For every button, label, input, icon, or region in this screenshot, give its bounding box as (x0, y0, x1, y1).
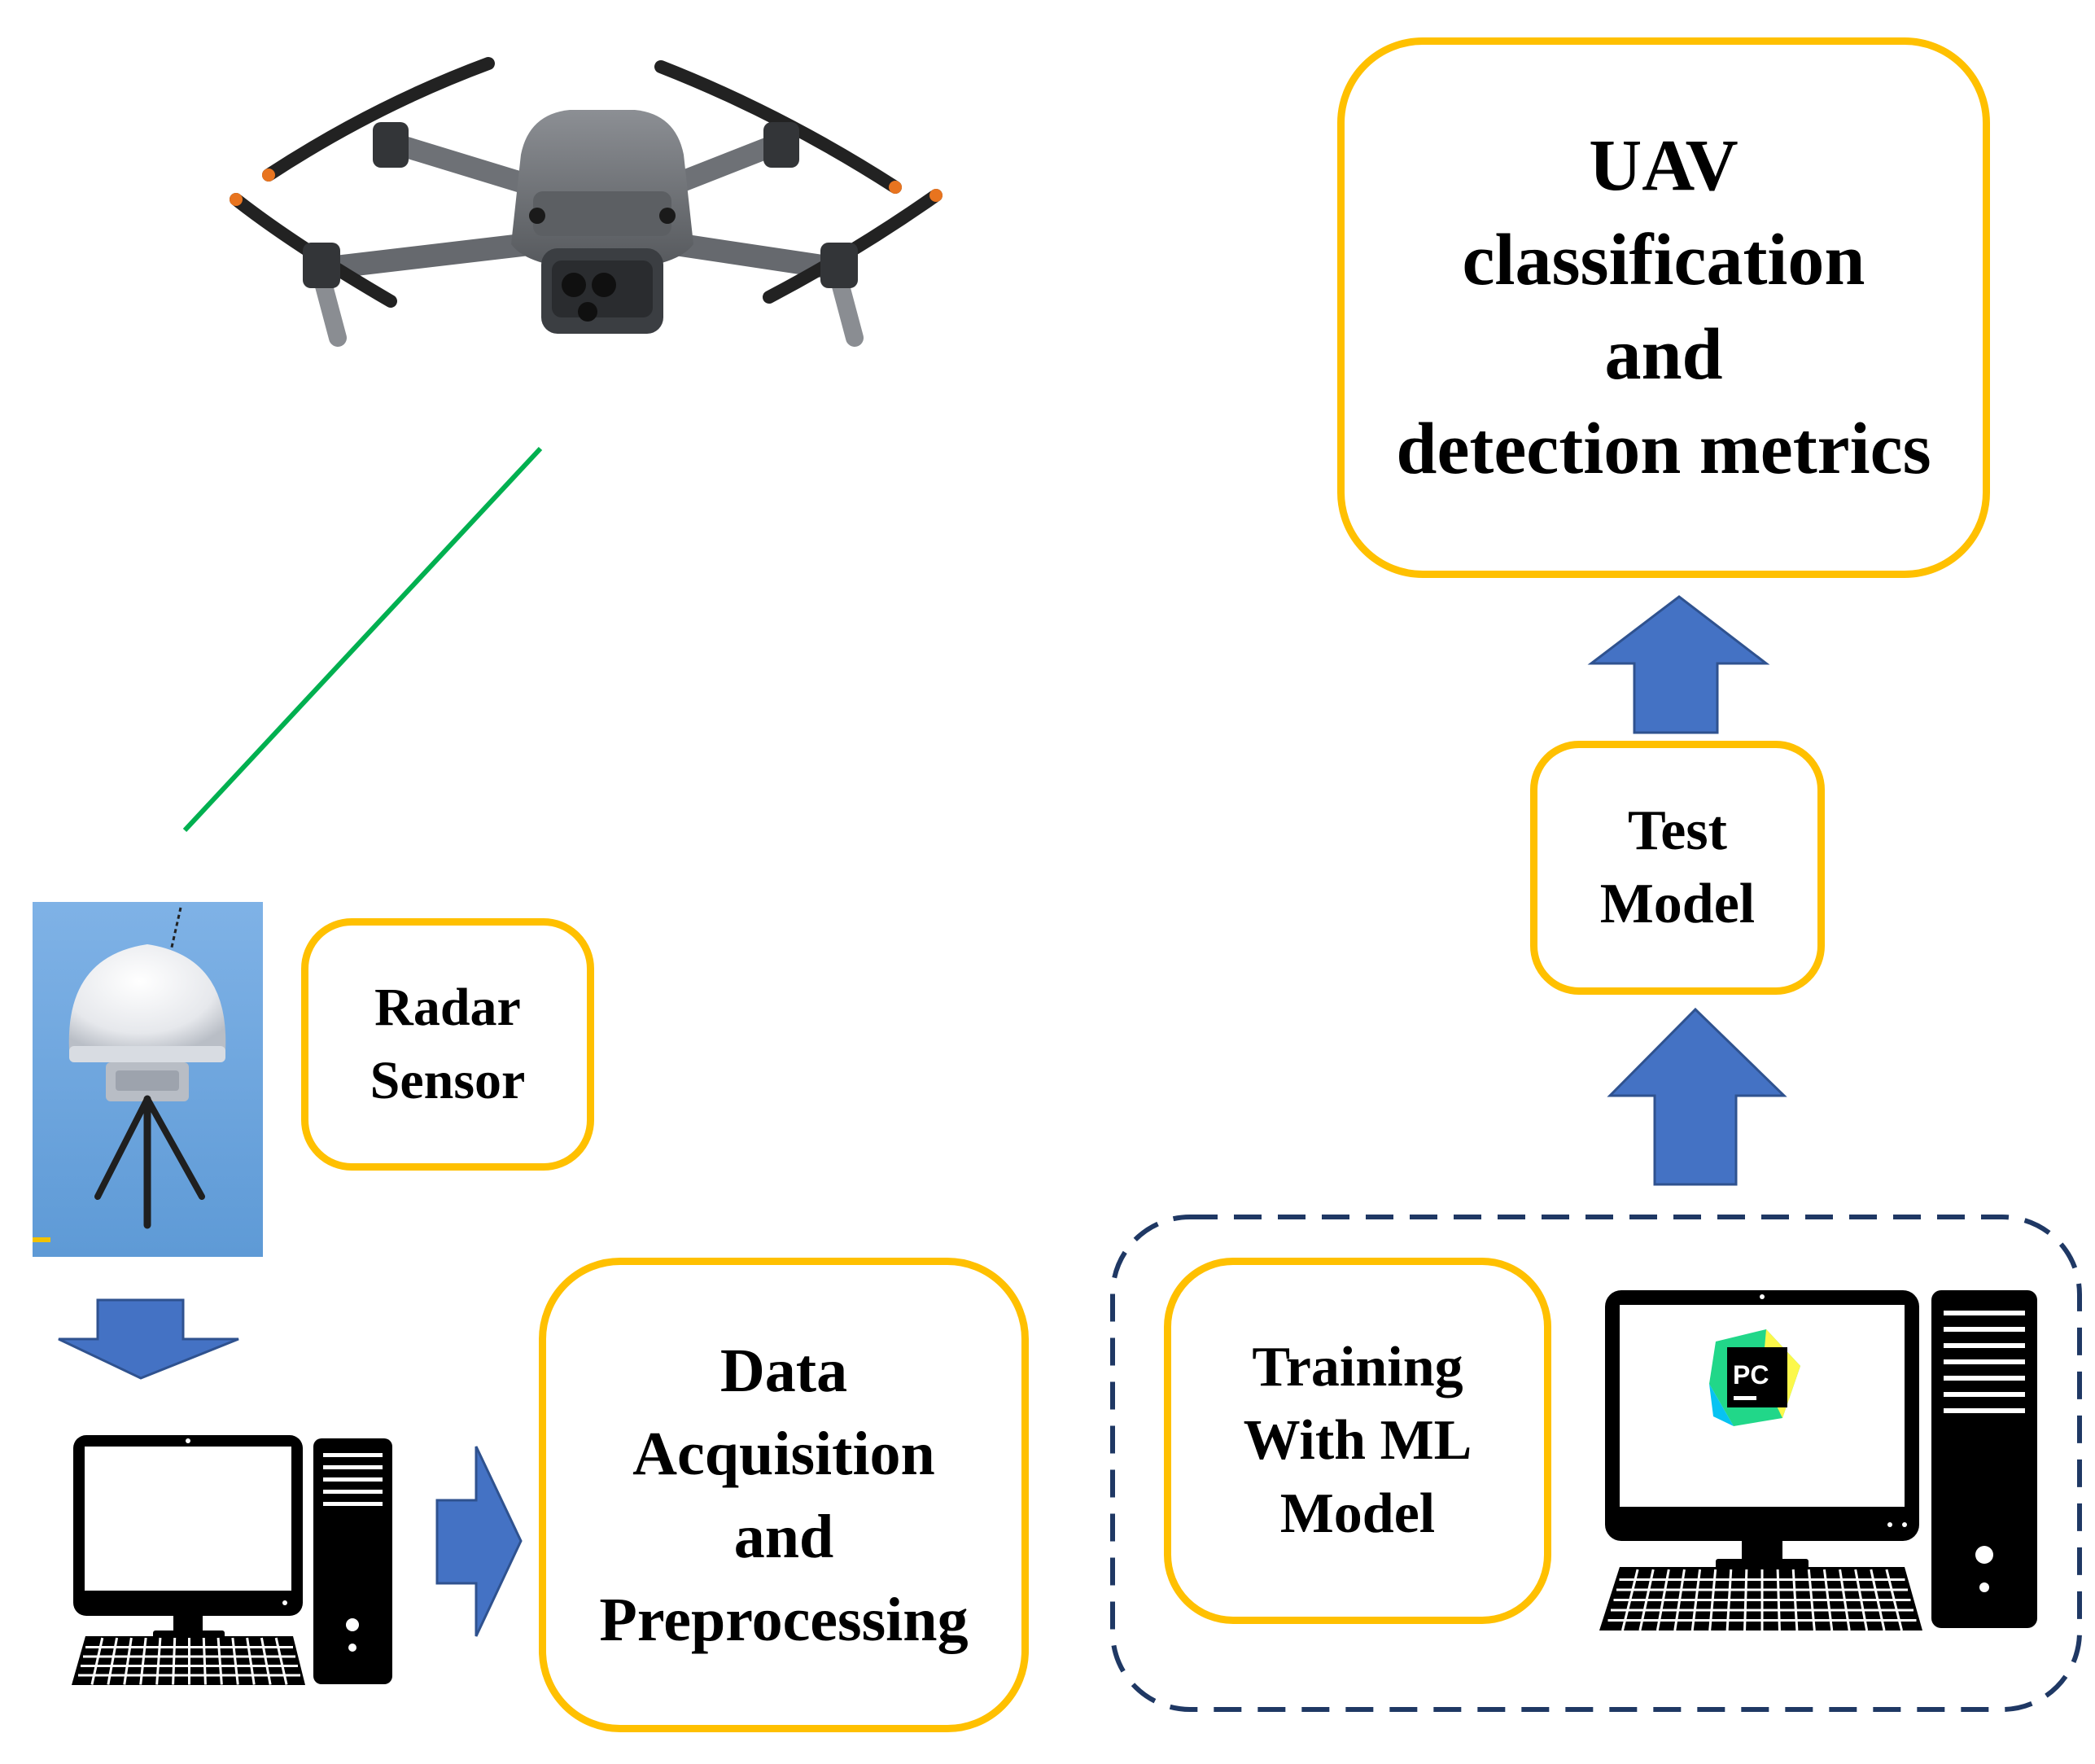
radar-sensor-line: Sensor (370, 1051, 526, 1110)
pycharm-logo-text: PC (1733, 1360, 1769, 1390)
test-model-line: Test (1628, 799, 1727, 862)
radar-sensor-line: Radar (374, 978, 521, 1037)
data-acquisition-line: and (733, 1502, 834, 1571)
data-acquisition-box: Data Acquisition and Preprocessing (539, 1258, 1029, 1732)
arrow-up-icon (1607, 1007, 1787, 1186)
workstation-icon (1599, 1290, 2037, 1631)
arrow-up-icon (1587, 595, 1770, 734)
training-line: With ML (1243, 1409, 1472, 1472)
test-model-line: Model (1599, 873, 1756, 935)
radar-sensor-icon (33, 902, 263, 1257)
drone-icon (230, 57, 943, 347)
training-line: Model (1279, 1482, 1436, 1545)
metrics-line: and (1604, 314, 1723, 395)
metrics-line: detection metrics (1396, 409, 1931, 489)
training-ml-model-box: Training With ML Model (1164, 1258, 1551, 1624)
pycharm-logo-icon: PC (1709, 1329, 1800, 1426)
data-acquisition-line: Preprocessing (599, 1585, 969, 1654)
computer-icon (72, 1435, 392, 1685)
training-line: Training (1252, 1336, 1463, 1399)
metrics-line: UAV (1589, 125, 1739, 206)
data-acquisition-line: Acquisition (632, 1419, 935, 1488)
radar-signal-line (182, 446, 543, 833)
radar-sensor-box: Radar Sensor (301, 918, 594, 1171)
test-model-box: Test Model (1530, 741, 1825, 995)
metrics-line: classification (1462, 220, 1865, 300)
uav-classification-metrics-box: UAV classification and detection metrics (1337, 37, 1990, 578)
data-acquisition-line: Data (719, 1336, 848, 1405)
arrow-down-icon (58, 1298, 239, 1380)
training-group-dashed-border (1110, 1215, 2082, 1712)
arrow-right-icon (435, 1446, 523, 1637)
